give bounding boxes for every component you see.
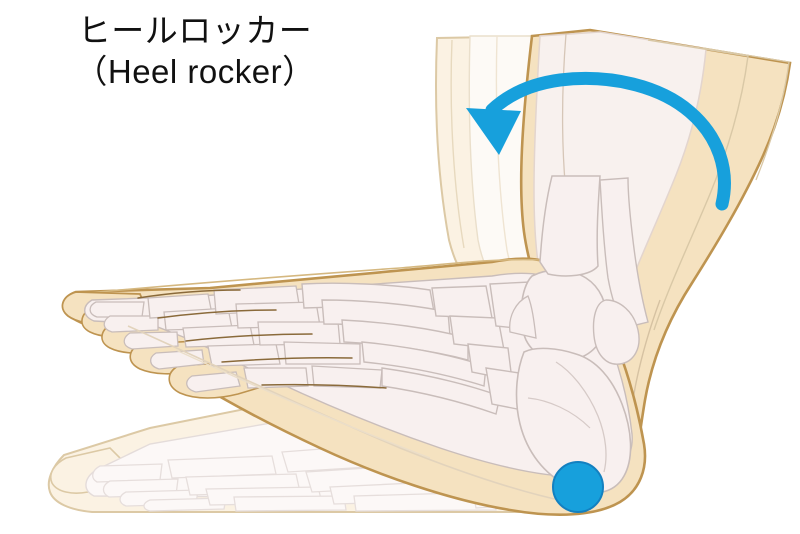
tibia	[539, 175, 601, 277]
arrowhead	[466, 108, 521, 155]
calcaneus	[515, 347, 632, 494]
foot-bones	[84, 175, 649, 503]
cuneiform-medial	[431, 285, 493, 319]
tibia-forward-rotation-arrow	[466, 71, 731, 211]
fibula	[599, 177, 649, 329]
heel-pivot-point	[552, 461, 604, 513]
talus	[520, 269, 608, 362]
main-foot	[61, 175, 649, 516]
lateral-malleolus	[592, 299, 640, 365]
